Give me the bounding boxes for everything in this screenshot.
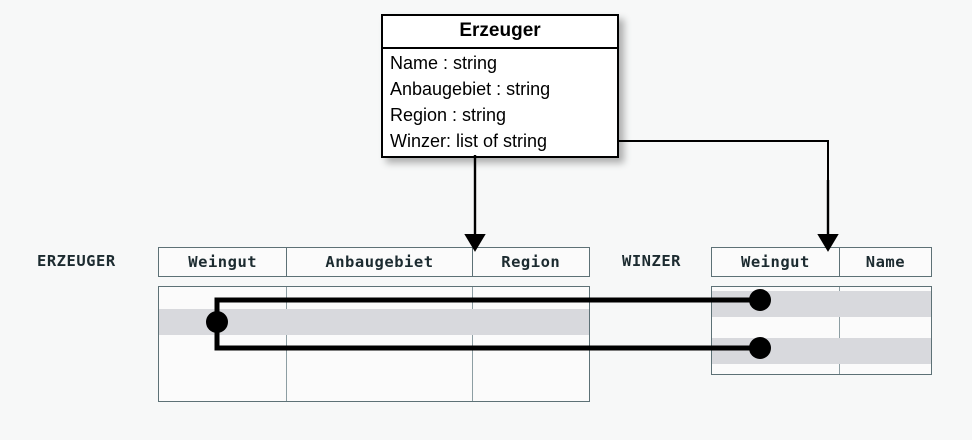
table-row[interactable] (159, 335, 589, 361)
table-row[interactable] (159, 309, 589, 335)
uml-attribute-winzer: Winzer: list of string (390, 131, 548, 151)
link-winzer-attribute-to-winzer-table (612, 140, 829, 238)
uml-class-name: Erzeuger (383, 16, 617, 49)
uml-attribute-name: Name : string (390, 53, 498, 73)
column-header-weingut[interactable]: Weingut (712, 248, 840, 276)
column-header-anbaugebiet[interactable]: Anbaugebiet (287, 248, 473, 276)
table-row[interactable] (712, 338, 931, 364)
uml-attribute-anbaugebiet: Anbaugebiet : string (390, 79, 551, 99)
uml-attribute-list: Name : string Anbaugebiet : string Regio… (383, 49, 617, 156)
column-divider (839, 287, 840, 374)
column-header-weingut[interactable]: Weingut (159, 248, 288, 276)
table-body-erzeuger (158, 286, 590, 402)
table-row[interactable] (159, 361, 589, 387)
table-body-winzer (711, 286, 932, 375)
column-header-region[interactable]: Region (501, 253, 561, 271)
uml-class-erzeuger[interactable]: Erzeuger Name : string Anbaugebiet : str… (381, 14, 619, 158)
uml-attribute-region: Region : string (390, 105, 507, 125)
table-label-erzeuger: ERZEUGER (37, 252, 116, 270)
table-row[interactable] (712, 291, 931, 317)
table-header-winzer: Weingut Name (711, 247, 932, 277)
table-label-winzer: WINZER (622, 252, 681, 270)
table-header-erzeuger: Weingut Anbaugebiet Region (158, 247, 590, 277)
column-header-name[interactable]: Name (865, 253, 906, 271)
